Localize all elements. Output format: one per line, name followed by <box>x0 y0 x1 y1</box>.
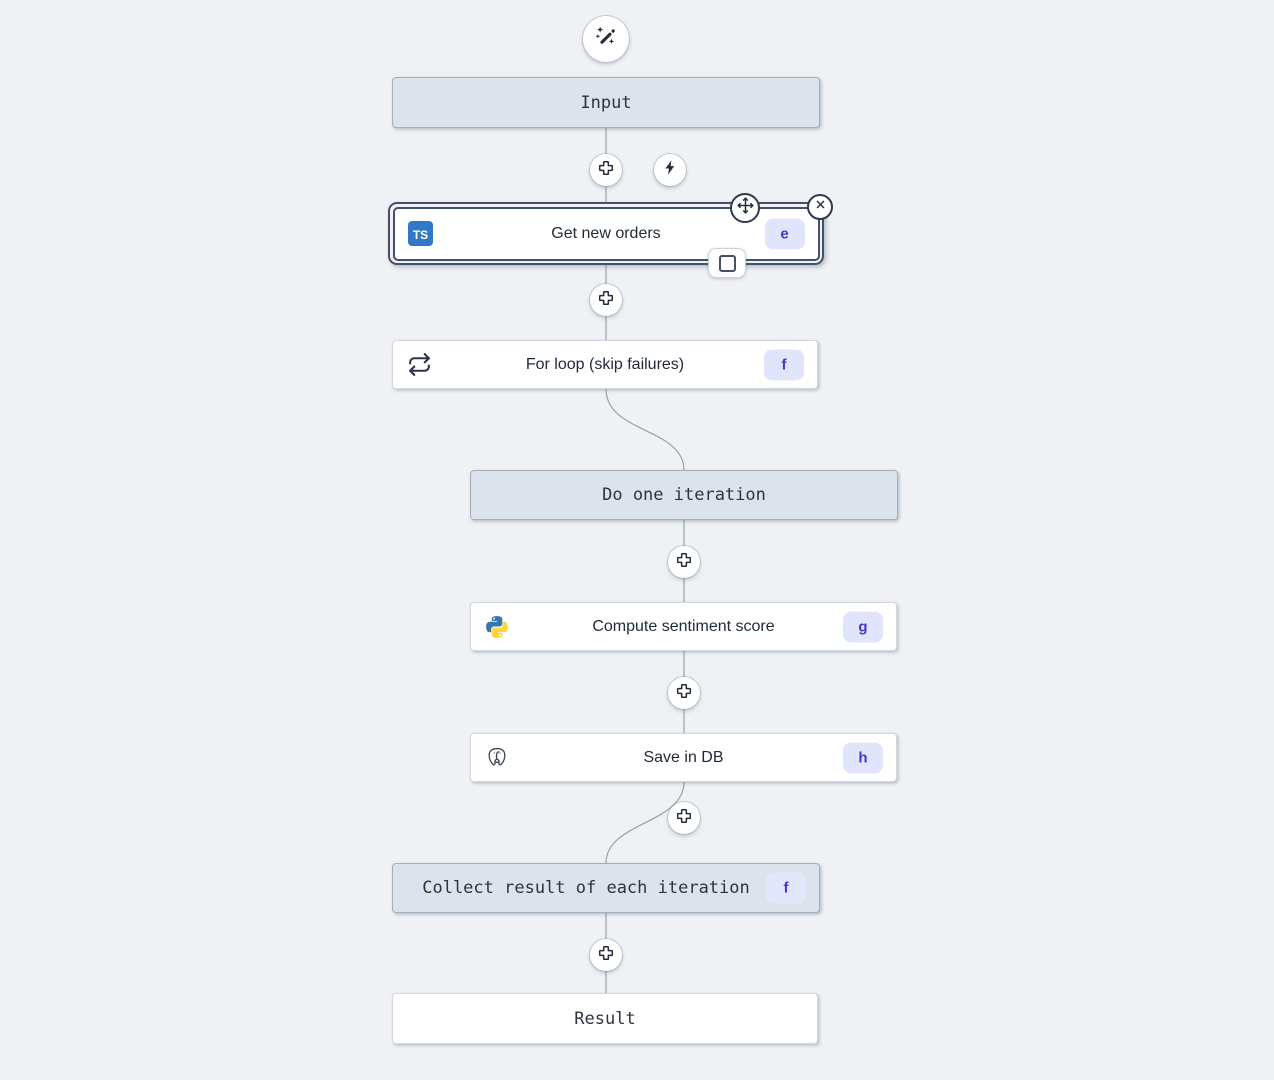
plus-icon <box>675 551 693 574</box>
insert-step-button-1[interactable] <box>590 154 622 186</box>
node-result-label: Result <box>574 1008 636 1029</box>
node-get-new-orders-label: Get new orders <box>551 224 661 242</box>
move-node-button[interactable] <box>730 193 760 223</box>
node-input-label: Input <box>580 92 632 113</box>
add-trigger-button[interactable] <box>654 154 686 186</box>
node-do-one-iteration[interactable]: Do one iteration <box>470 470 898 520</box>
insert-step-button-4[interactable] <box>668 677 700 709</box>
square-outline-icon <box>718 254 736 272</box>
node-save-in-db-label: Save in DB <box>643 748 724 766</box>
node-toggle-button[interactable] <box>708 248 746 278</box>
plus-icon <box>675 807 693 830</box>
node-compute-sentiment-score-label: Compute sentiment score <box>592 617 775 635</box>
step-id-badge: f <box>764 349 804 380</box>
delete-node-button[interactable] <box>807 194 833 220</box>
node-save-in-db[interactable]: Save in DB h <box>470 733 897 782</box>
node-collect-result-label: Collect result of each iteration <box>422 878 750 898</box>
ai-flow-button[interactable] <box>583 16 629 62</box>
node-for-loop-label: For loop (skip failures) <box>525 355 685 373</box>
python-icon <box>484 614 510 640</box>
step-id-badge: h <box>843 742 883 773</box>
step-id-badge: e <box>764 218 805 249</box>
step-id-badge: f <box>766 872 806 904</box>
typescript-icon: TS <box>408 221 434 247</box>
node-do-one-iteration-label: Do one iteration <box>602 485 766 505</box>
plus-icon <box>675 682 693 705</box>
postgresql-icon <box>484 745 510 771</box>
lightning-bolt-icon <box>662 159 679 181</box>
insert-step-button-6[interactable] <box>590 939 622 971</box>
node-collect-result[interactable]: Collect result of each iteration f <box>392 863 820 913</box>
magic-wand-icon <box>593 24 619 55</box>
node-for-loop[interactable]: For loop (skip failures) f <box>392 340 818 389</box>
close-icon <box>813 197 828 217</box>
repeat-icon <box>406 352 432 378</box>
node-compute-sentiment-score[interactable]: Compute sentiment score g <box>470 602 897 651</box>
plus-icon <box>597 289 615 312</box>
node-get-new-orders[interactable]: TS Get new orders e <box>388 202 824 265</box>
node-result[interactable]: Result <box>392 993 818 1044</box>
plus-icon <box>597 944 615 967</box>
step-id-badge: g <box>843 611 883 642</box>
insert-step-button-2[interactable] <box>590 284 622 316</box>
insert-step-button-5[interactable] <box>668 802 700 834</box>
insert-step-button-3[interactable] <box>668 546 700 578</box>
move-crosshair-icon <box>736 196 755 220</box>
edge-forloop-iteration <box>605 388 685 471</box>
plus-icon <box>597 159 615 182</box>
node-input[interactable]: Input <box>392 77 820 128</box>
